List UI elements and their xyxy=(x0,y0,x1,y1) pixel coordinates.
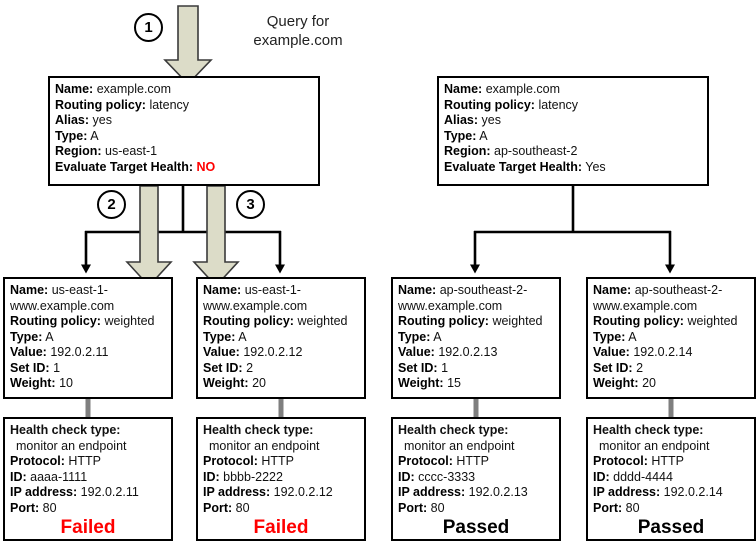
record-type-line: Type: A xyxy=(398,329,442,344)
health-ip-line: IP address: 192.0.2.13 xyxy=(398,485,528,499)
health-port-line: Port: 80 xyxy=(10,500,57,515)
record-setid-line: Set ID: 2 xyxy=(593,360,644,375)
health-ip-line: IP address: 192.0.2.12 xyxy=(203,485,333,499)
record-name-line1: Name: us-east-1- xyxy=(10,283,108,297)
health-status-badge: Failed xyxy=(60,517,116,538)
alias-routing-line: Routing policy: latency xyxy=(444,97,579,112)
health-port-line: Port: 80 xyxy=(398,500,445,515)
record-routing-line: Routing policy: weighted xyxy=(593,314,738,328)
health-status-badge: Passed xyxy=(442,517,510,538)
weighted-record-box-3: Name: ap-southeast-2- www.example.com Ro… xyxy=(391,277,561,399)
alias-routing-line: Routing policy: latency xyxy=(55,97,190,112)
health-status-badge: Passed xyxy=(637,517,705,538)
health-port-line: Port: 80 xyxy=(203,500,250,515)
health-type-value: monitor an endpoint xyxy=(16,438,127,453)
record-name-line1: Name: ap-southeast-2- xyxy=(593,283,723,297)
record-type-line: Type: A xyxy=(10,329,54,344)
record-weight-line: Weight: 20 xyxy=(593,376,656,390)
health-check-box-1: Health check type: monitor an endpoint P… xyxy=(3,417,173,541)
health-id-line: ID: dddd-4444 xyxy=(593,469,673,484)
record-weight-line: Weight: 10 xyxy=(10,376,73,390)
alias-region-line: Region: ap-southeast-2 xyxy=(444,144,578,158)
health-check-box-2: Health check type: monitor an endpoint P… xyxy=(196,417,366,541)
record-name-line2: www.example.com xyxy=(398,298,503,313)
weighted-record-box-2: Name: us-east-1- www.example.com Routing… xyxy=(196,277,366,399)
health-type-label: Health check type: xyxy=(593,423,704,437)
health-type-label: Health check type: xyxy=(203,423,314,437)
record-type-line: Type: A xyxy=(203,329,247,344)
record-type-line: Type: A xyxy=(593,329,637,344)
health-id-line: ID: cccc-3333 xyxy=(398,469,476,484)
record-setid-line: Set ID: 1 xyxy=(10,360,61,375)
record-value-line: Value: 192.0.2.13 xyxy=(398,345,498,359)
alias-evaluate-target-health-line: Evaluate Target Health: Yes xyxy=(444,159,606,174)
health-protocol-line: Protocol: HTTP xyxy=(593,454,684,468)
alias-name-line: Name: example.com xyxy=(444,82,561,96)
record-weight-line: Weight: 15 xyxy=(398,376,461,390)
health-type-label: Health check type: xyxy=(10,423,121,437)
alias-type-line: Type: A xyxy=(55,128,99,143)
alias-name-line: Name: example.com xyxy=(55,82,172,96)
step-callout-1: 1 xyxy=(134,13,163,42)
health-type-value: monitor an endpoint xyxy=(209,438,320,453)
response-flow-arrow-3 xyxy=(192,185,240,288)
weighted-record-box-1: Name: us-east-1- www.example.com Routing… xyxy=(3,277,173,399)
record-value-line: Value: 192.0.2.14 xyxy=(593,345,693,359)
health-check-box-3: Health check type: monitor an endpoint P… xyxy=(391,417,561,541)
health-ip-line: IP address: 192.0.2.14 xyxy=(593,485,723,499)
response-flow-arrow-2 xyxy=(125,185,173,288)
record-value-line: Value: 192.0.2.11 xyxy=(10,345,109,359)
record-weight-line: Weight: 20 xyxy=(203,376,266,390)
health-protocol-line: Protocol: HTTP xyxy=(10,454,101,468)
record-routing-line: Routing policy: weighted xyxy=(398,314,543,328)
health-id-line: ID: aaaa-1111 xyxy=(10,469,88,484)
alias-type-line: Type: A xyxy=(444,128,488,143)
evaluate-target-health-value: Yes xyxy=(585,159,606,174)
weighted-record-box-4: Name: ap-southeast-2- www.example.com Ro… xyxy=(586,277,756,399)
health-id-line: ID: bbbb-2222 xyxy=(203,469,283,484)
record-name-line2: www.example.com xyxy=(203,298,308,313)
record-name-line1: Name: ap-southeast-2- xyxy=(398,283,528,297)
health-protocol-line: Protocol: HTTP xyxy=(398,454,489,468)
record-routing-line: Routing policy: weighted xyxy=(203,314,348,328)
record-name-line2: www.example.com xyxy=(593,298,698,313)
query-label: Query for example.com xyxy=(253,13,343,49)
health-type-value: monitor an endpoint xyxy=(599,438,710,453)
step-callout-3: 3 xyxy=(236,190,265,219)
health-check-links xyxy=(85,399,674,417)
health-status-badge: Failed xyxy=(253,517,309,538)
alias-record-box-ap-southeast-2: Name: example.com Routing policy: latenc… xyxy=(437,76,709,186)
health-protocol-line: Protocol: HTTP xyxy=(203,454,294,468)
health-ip-line: IP address: 192.0.2.11 xyxy=(10,485,139,499)
step-callout-2: 2 xyxy=(97,190,126,219)
alias-evaluate-target-health-line: Evaluate Target Health: NO xyxy=(55,159,216,174)
health-port-line: Port: 80 xyxy=(593,500,640,515)
right-connector-tree xyxy=(470,186,675,274)
record-setid-line: Set ID: 1 xyxy=(398,360,449,375)
alias-alias-line: Alias: yes xyxy=(444,113,501,127)
record-routing-line: Routing policy: weighted xyxy=(10,314,155,328)
health-check-box-4: Health check type: monitor an endpoint P… xyxy=(586,417,756,541)
record-name-line1: Name: us-east-1- xyxy=(203,283,301,297)
record-value-line: Value: 192.0.2.12 xyxy=(203,345,303,359)
evaluate-target-health-value: NO xyxy=(196,159,216,174)
alias-region-line: Region: us-east-1 xyxy=(55,144,158,158)
record-setid-line: Set ID: 2 xyxy=(203,360,254,375)
alias-record-box-us-east-1: Name: example.com Routing policy: latenc… xyxy=(48,76,320,186)
health-type-label: Health check type: xyxy=(398,423,509,437)
query-flow-arrow xyxy=(163,5,213,86)
record-name-line2: www.example.com xyxy=(10,298,115,313)
alias-alias-line: Alias: yes xyxy=(55,113,112,127)
health-type-value: monitor an endpoint xyxy=(404,438,515,453)
